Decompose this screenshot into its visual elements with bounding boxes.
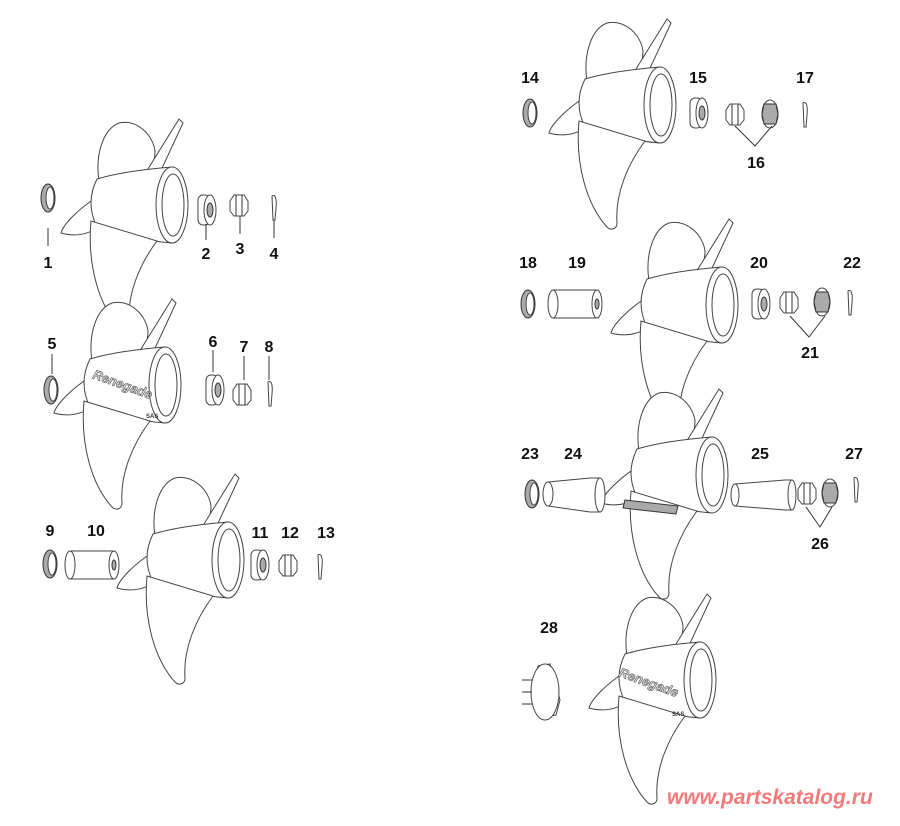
callout-25: 25 [751,446,769,463]
part-12-nut [278,554,298,577]
part-25-sleeve [730,479,797,511]
callout-12: 12 [281,525,299,542]
part-6-washer [205,374,225,406]
part-7-nut [232,383,252,406]
part-19-spacer [547,289,603,319]
propeller-6 [600,388,729,600]
callout-22: 22 [843,255,861,272]
part-16-retainer [761,99,779,129]
part-15-washer [689,97,709,129]
callout-27: 27 [845,446,863,463]
callout-11: 11 [252,525,269,542]
callout-16: 16 [747,155,765,172]
part-8-cotter-pin [267,381,273,407]
part-23-bushing [524,479,540,509]
part-10-spacer [64,550,120,580]
part-28-adapter [522,663,561,721]
propeller-2-renegade: Renegade SAS [53,298,182,510]
part-9-washer [42,549,58,579]
part-5-bushing [43,375,59,405]
callout-10: 10 [87,523,105,540]
watermark: www.partskatalog.ru [667,786,873,809]
propeller-logo-6 [622,499,679,515]
callout-5: 5 [48,336,57,353]
part-26-retainer [821,478,839,508]
propeller-logo-sub: SAS [146,414,158,420]
callout-23: 23 [521,446,539,463]
callout-19: 19 [568,255,586,272]
callout-4: 4 [270,246,279,263]
part-16-nut [725,103,745,126]
callout-18: 18 [519,255,537,272]
callout-6: 6 [209,334,218,351]
callout-15: 15 [689,70,707,87]
part-26-nut [797,482,817,505]
part-4-cotter-pin [271,195,277,221]
callouts: 1 2 3 4 5 6 7 8 9 10 11 12 13 14 15 16 1… [44,70,863,637]
part-21-nut [779,291,799,314]
callout-8: 8 [265,339,274,356]
part-24-sleeve [542,477,606,513]
part-3-nut [229,194,249,217]
propeller-3 [116,473,245,685]
part-27-cotter-pin [853,477,859,503]
leader-lines [47,125,833,528]
part-20-washer [751,288,771,320]
part-22-cotter-pin [847,290,853,316]
propeller-7-renegade: Renegade SAS [588,593,717,805]
callout-28: 28 [540,620,558,637]
propeller-1 [60,118,189,330]
propeller-4 [548,18,677,230]
part-14-bushing [522,98,538,128]
callout-21: 21 [801,345,819,362]
part-1-bushing [40,183,56,213]
part-17-cotter-pin [802,102,808,128]
part-18-washer [520,289,536,319]
callout-13: 13 [317,525,335,542]
callout-20: 20 [750,255,768,272]
callout-3: 3 [236,241,245,258]
part-13-cotter-pin [317,554,323,580]
callout-7: 7 [240,339,249,356]
part-21-retainer [813,287,831,317]
propeller-logo-sub: SAS [672,712,684,718]
callout-26: 26 [811,536,829,553]
callout-2: 2 [202,246,211,263]
callout-17: 17 [796,70,814,87]
part-2-washer [197,194,217,226]
part-11-washer [250,549,270,581]
callout-24: 24 [564,446,582,463]
callout-9: 9 [46,523,55,540]
callout-14: 14 [521,70,539,87]
callout-1: 1 [44,255,53,272]
